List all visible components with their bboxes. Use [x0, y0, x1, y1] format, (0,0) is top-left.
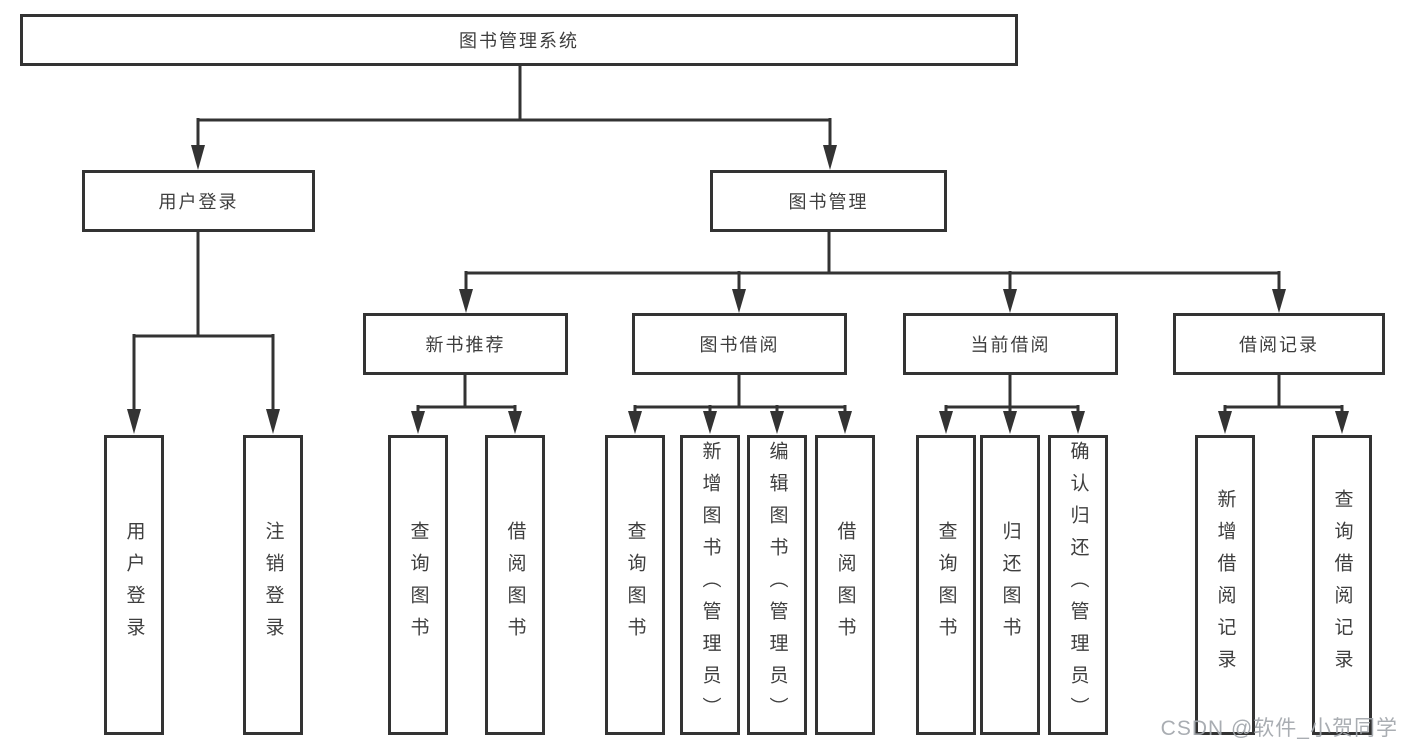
- node-user-login-label: 用户登录: [158, 192, 239, 212]
- node-leaf-query-books-recommend-label: 查询图书: [407, 521, 429, 649]
- node-leaf-add-books-admin: 新增图书（管理员）: [680, 435, 740, 735]
- node-borrow-records-label: 借阅记录: [1239, 335, 1319, 355]
- node-leaf-borrow-books-recommend: 借阅图书: [485, 435, 545, 735]
- node-leaf-borrow-books-label: 借阅图书: [834, 521, 856, 649]
- connector-current-borrow-to-leaves: [939, 375, 1085, 434]
- node-current-borrow: 当前借阅: [903, 313, 1118, 375]
- node-leaf-borrow-books-recommend-label: 借阅图书: [504, 521, 526, 649]
- node-root-system: 图书管理系统: [20, 14, 1018, 66]
- node-leaf-logout-label: 注销登录: [262, 521, 284, 649]
- csdn-watermark: CSDN @软件_小贺同学: [1160, 717, 1398, 740]
- connector-book-borrow-to-leaves: [628, 375, 852, 434]
- node-leaf-query-books-current: 查询图书: [916, 435, 976, 735]
- node-book-borrow: 图书借阅: [632, 313, 847, 375]
- node-leaf-query-books-borrow-label: 查询图书: [624, 521, 646, 649]
- node-book-management-label: 图书管理: [788, 192, 869, 212]
- node-leaf-query-books-borrow: 查询图书: [605, 435, 665, 735]
- node-leaf-query-books-recommend: 查询图书: [388, 435, 448, 735]
- node-root-system-label: 图书管理系统: [459, 31, 579, 51]
- node-leaf-query-borrow-record-label: 查询借阅记录: [1331, 489, 1353, 681]
- node-leaf-query-borrow-record: 查询借阅记录: [1312, 435, 1372, 735]
- node-leaf-edit-books-admin-label: 编辑图书（管理员）: [766, 441, 788, 729]
- node-leaf-confirm-return-admin: 确认归还（管理员）: [1048, 435, 1108, 735]
- node-leaf-edit-books-admin: 编辑图书（管理员）: [747, 435, 807, 735]
- connector-book-management-to-level3: [459, 232, 1286, 313]
- node-book-management: 图书管理: [710, 170, 947, 232]
- node-new-book-recommend: 新书推荐: [363, 313, 568, 375]
- node-leaf-confirm-return-admin-label: 确认归还（管理员）: [1067, 441, 1089, 729]
- node-leaf-add-borrow-record: 新增借阅记录: [1195, 435, 1255, 735]
- node-borrow-records: 借阅记录: [1173, 313, 1385, 375]
- node-new-book-recommend-label: 新书推荐: [425, 335, 506, 355]
- node-leaf-user-login-label: 用户登录: [123, 521, 145, 649]
- node-leaf-add-borrow-record-label: 新增借阅记录: [1214, 489, 1236, 681]
- node-leaf-logout: 注销登录: [243, 435, 303, 735]
- node-book-borrow-label: 图书借阅: [699, 335, 780, 355]
- connector-root-to-level2: [191, 64, 837, 170]
- connector-new-book-recommend-to-leaves: [411, 375, 522, 434]
- node-leaf-return-books-label: 归还图书: [999, 521, 1021, 649]
- node-user-login: 用户登录: [82, 170, 315, 232]
- node-leaf-user-login: 用户登录: [104, 435, 164, 735]
- node-leaf-return-books: 归还图书: [980, 435, 1040, 735]
- connector-user-login-to-leaves: [127, 232, 280, 434]
- node-leaf-add-books-admin-label: 新增图书（管理员）: [699, 441, 721, 729]
- connector-borrow-records-to-leaves: [1218, 375, 1349, 434]
- node-current-borrow-label: 当前借阅: [970, 335, 1051, 355]
- node-leaf-query-books-current-label: 查询图书: [935, 521, 957, 649]
- node-leaf-borrow-books: 借阅图书: [815, 435, 875, 735]
